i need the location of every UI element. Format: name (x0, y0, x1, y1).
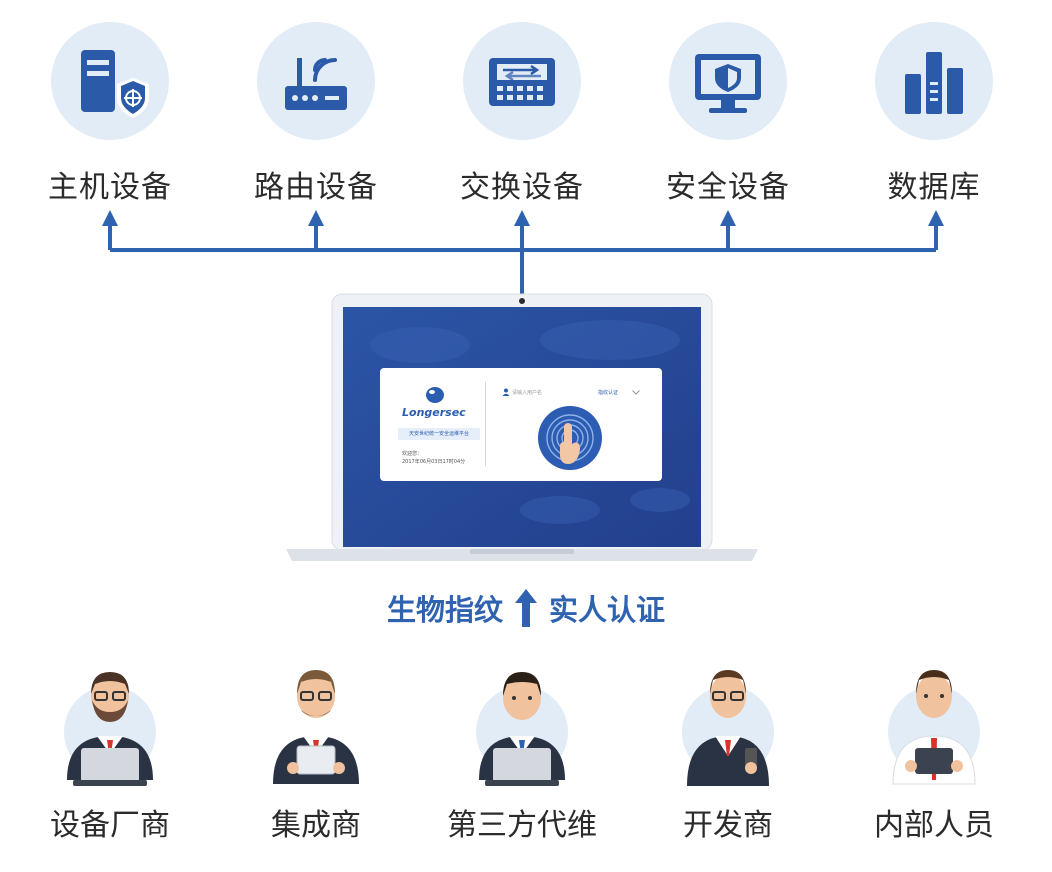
user-group: 内部人员 (834, 650, 1034, 844)
vendor-person-laptop-icon (64, 672, 156, 786)
device-icon-circle (669, 22, 787, 140)
device-node: 安全设备 (628, 22, 828, 206)
user-icon (502, 388, 510, 396)
third-party-person-laptop-icon (476, 672, 568, 786)
integrator-person-tablet-icon (273, 670, 359, 784)
arrowhead-icon (514, 210, 530, 226)
login-card: Longersec 天安世纪统一安全运维平台 欢迎您： 2017年06月03日1… (380, 368, 662, 481)
user-label: 内部人员 (874, 808, 994, 843)
device-node: 交换设备 (422, 22, 622, 206)
caption-left: 生物指纹 (386, 593, 503, 627)
router-icon (285, 58, 347, 110)
arrowhead-icon (308, 210, 324, 226)
user-group: 设备厂商 (10, 650, 210, 844)
arrowhead-icon (928, 210, 944, 226)
device-node: 数据库 (834, 22, 1034, 206)
device-icon-circle (257, 22, 375, 140)
device-icon-circle (51, 22, 169, 140)
caption-right: 实人认证 (549, 593, 666, 627)
switch-icon (489, 58, 555, 106)
card-divider (485, 382, 486, 466)
database-bars-icon (905, 52, 963, 114)
internal-person-tablet-icon (888, 670, 980, 785)
arrow-up-icon (515, 589, 537, 627)
device-label: 数据库 (887, 170, 981, 205)
device-label: 交换设备 (460, 170, 584, 205)
user-group: 开发商 (628, 650, 828, 844)
device-node: 路由设备 (216, 22, 416, 206)
user-group: 第三方代维 (422, 650, 622, 844)
server-shield-icon (81, 50, 149, 118)
chevron-down-icon[interactable] (632, 390, 640, 395)
user-label: 集成商 (271, 808, 361, 843)
brand-slogan: 天安世纪统一安全运维平台 (398, 428, 480, 440)
login-datetime: 2017年06月03日17时04分 (402, 459, 466, 465)
device-label: 路由设备 (254, 170, 378, 205)
device-icon-circle (875, 22, 993, 140)
device-icon-circle (463, 22, 581, 140)
welcome-text: 欢迎您： (402, 451, 423, 457)
device-node: 主机设备 (10, 22, 210, 206)
username-input[interactable]: 请输入用户名 (512, 390, 543, 396)
auth-mode-select[interactable]: 指纹认证 (598, 390, 619, 396)
device-label: 安全设备 (666, 170, 790, 205)
device-label: 主机设备 (48, 170, 172, 205)
user-label: 第三方代维 (447, 808, 597, 843)
user-label: 开发商 (683, 808, 773, 843)
user-label: 设备厂商 (50, 808, 170, 843)
arrowhead-icon (720, 210, 736, 226)
arrowhead-icon (102, 210, 118, 226)
security-monitor-icon (695, 54, 761, 113)
logo-icon (426, 387, 444, 403)
fingerprint-icon[interactable] (536, 404, 604, 472)
user-group: 集成商 (216, 650, 416, 844)
developer-person-phone-icon (682, 670, 774, 786)
auth-caption: 生物指纹 实人认证 (300, 583, 752, 633)
brand-name: Longersec (402, 406, 466, 419)
